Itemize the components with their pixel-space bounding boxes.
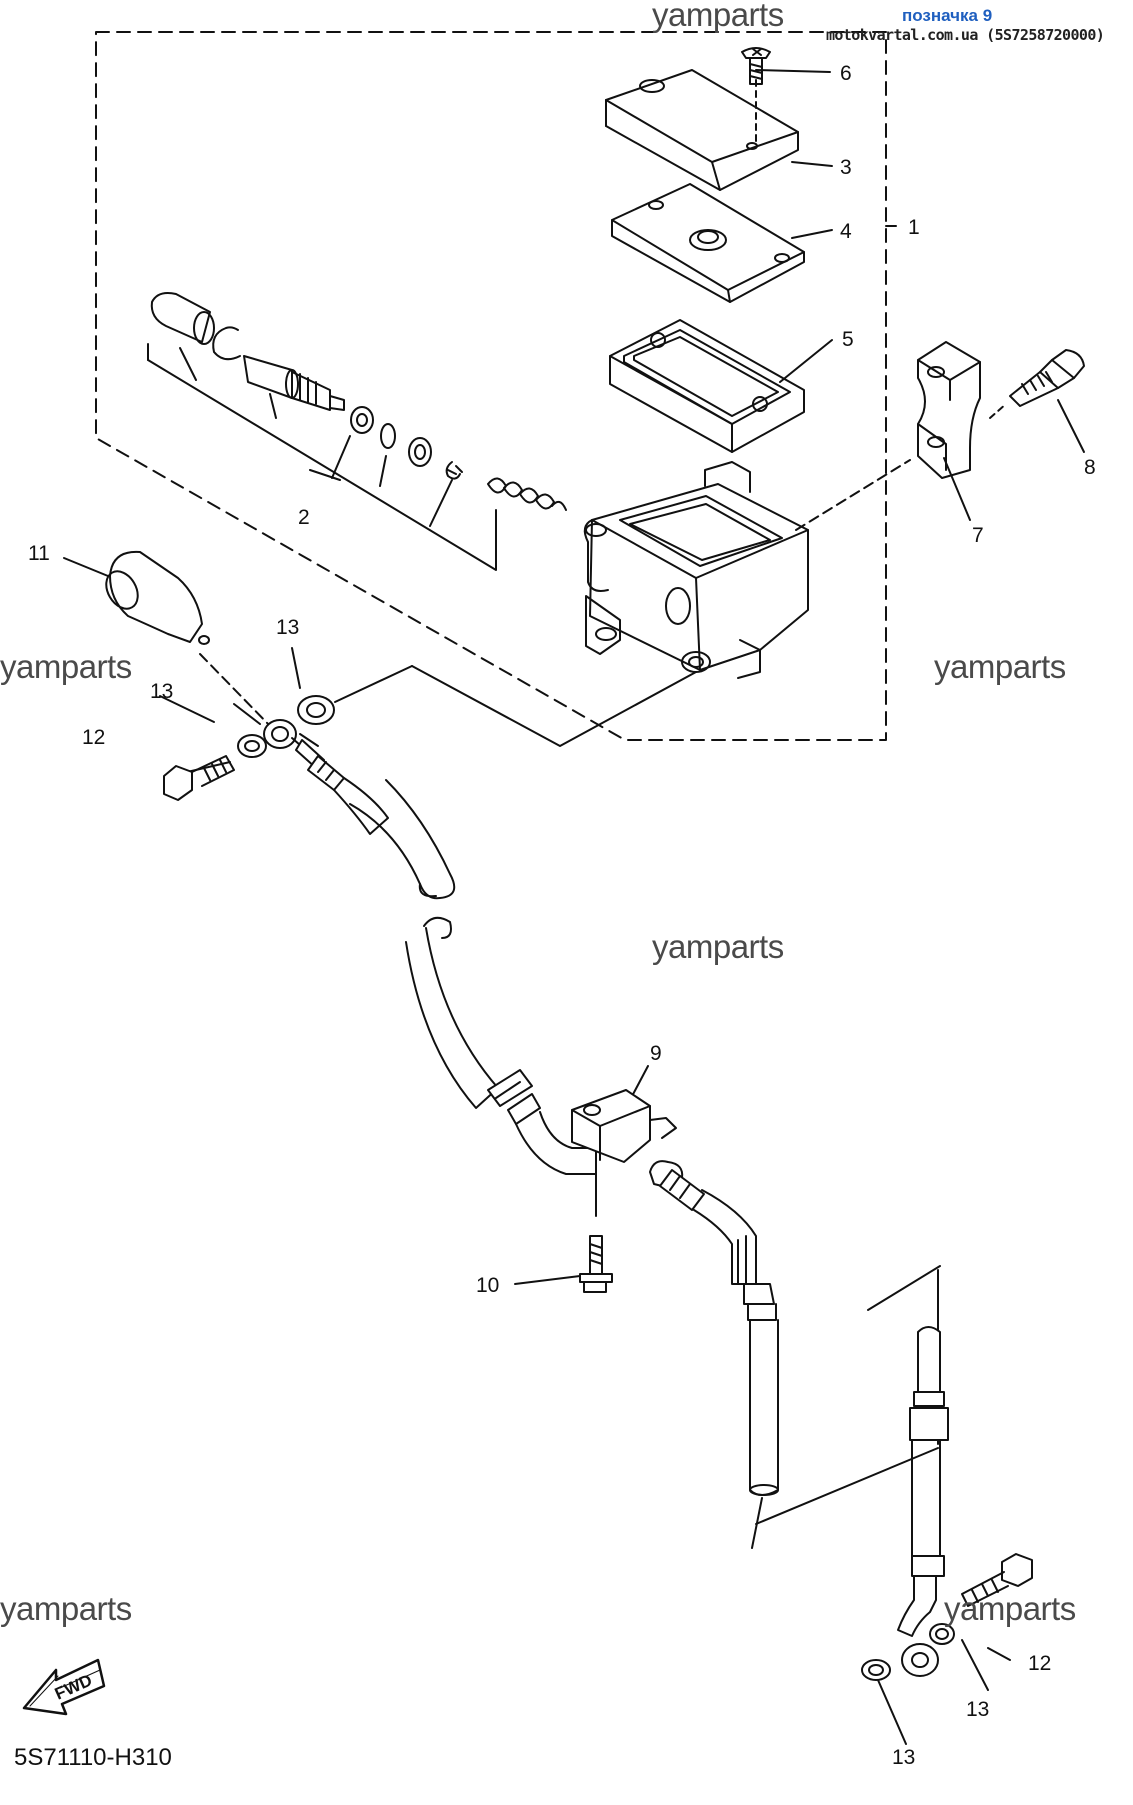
diaphragm-plate — [611, 183, 805, 303]
callout-4: 4 — [840, 220, 852, 243]
callout-13-a: 13 — [276, 616, 299, 639]
callout-12-a: 12 — [82, 726, 105, 749]
callout-6: 6 — [840, 62, 852, 85]
brake-hose-upper — [295, 739, 499, 1109]
diaphragm-gasket — [609, 319, 805, 453]
reservoir-cap — [605, 69, 799, 191]
watermark: yamparts — [652, 0, 784, 33]
watermark: yamparts — [0, 1590, 132, 1627]
callout-2: 2 — [298, 506, 310, 529]
callout-10: 10 — [476, 1274, 499, 1297]
assembly-boundary — [95, 31, 887, 741]
lower-banjo-fitting — [861, 1326, 1033, 1681]
upper-banjo-fitting — [105, 550, 335, 801]
watermark: yamparts — [934, 648, 1066, 685]
callout-13-c: 13 — [966, 1698, 989, 1721]
callout-9: 9 — [650, 1042, 662, 1065]
diagram-code: 5S71110-H310 — [14, 1744, 172, 1771]
callout-11: 11 — [28, 542, 50, 565]
callout-13-b: 13 — [150, 680, 173, 703]
callout-13-d: 13 — [892, 1746, 915, 1769]
callout-12-b: 12 — [1028, 1652, 1051, 1675]
clamp-bolt — [579, 1235, 613, 1293]
watermark: yamparts — [652, 928, 784, 965]
fwd-arrow: FWD — [22, 1658, 106, 1716]
handlebar-holder — [917, 341, 981, 479]
reference-label: позначка 9 — [902, 6, 993, 25]
hose-clamp — [487, 1069, 677, 1175]
callout-5: 5 — [842, 328, 854, 351]
piston-kit — [147, 292, 567, 571]
callout-3: 3 — [840, 156, 852, 179]
watermark: yamparts — [944, 1590, 1076, 1627]
source-site: motokvartal.com.ua (5S7258720000) — [826, 26, 1105, 44]
callout-8: 8 — [1084, 456, 1096, 479]
callout-7: 7 — [972, 524, 984, 547]
reservoir-cap-screw — [741, 47, 771, 85]
watermark: yamparts — [0, 648, 132, 685]
master-cylinder-body — [583, 461, 809, 679]
callout-1: 1 — [908, 216, 920, 239]
leader-lines — [63, 69, 1085, 1745]
brake-hose-lower — [649, 1160, 779, 1496]
holder-bolt — [1009, 349, 1085, 407]
